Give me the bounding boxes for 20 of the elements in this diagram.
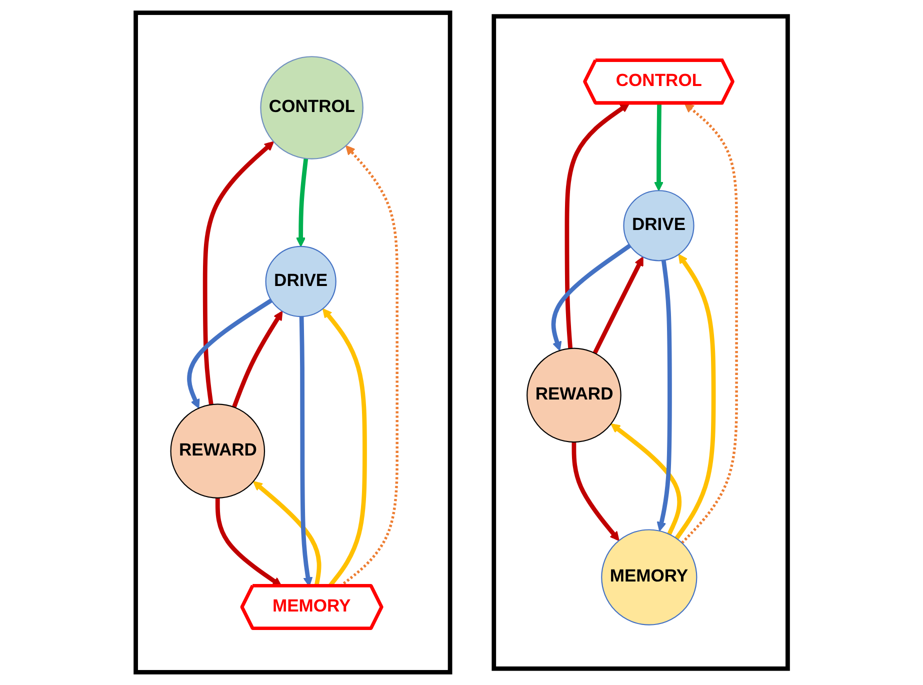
node-circle: REWARD (170, 404, 265, 498)
arrow (656, 260, 672, 532)
arrow (202, 141, 274, 405)
arrow (654, 103, 664, 192)
arrow (186, 298, 272, 409)
arrow (296, 158, 308, 247)
arrow (232, 310, 282, 408)
arrow (674, 254, 716, 540)
cluster (133, 10, 452, 674)
arrow (572, 442, 620, 542)
node-circle: MEMORY (600, 529, 697, 626)
arrow (551, 244, 631, 351)
cluster (491, 14, 790, 671)
node-circle: DRIVE (265, 246, 336, 318)
node-circle: DRIVE (622, 190, 694, 262)
arrow (564, 103, 630, 349)
arrow (610, 423, 682, 536)
node-circle: REWARD (526, 348, 622, 443)
arrow (680, 103, 738, 544)
arrow (592, 256, 644, 354)
